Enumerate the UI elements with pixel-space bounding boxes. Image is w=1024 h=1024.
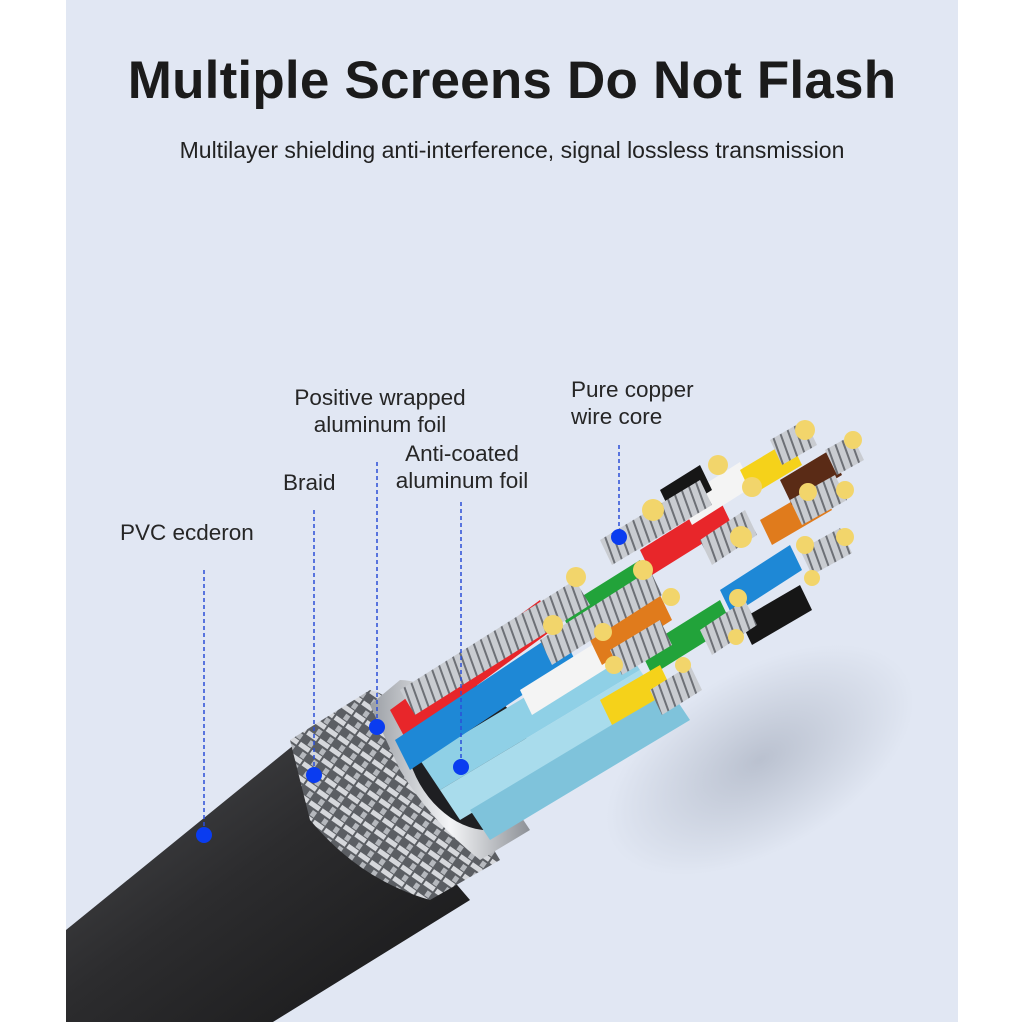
copper-ends [543,420,862,674]
pvc-marker-dot [196,827,212,843]
callout-pvc-line-1: PVC ecderon [120,520,254,545]
cable-shadow [606,644,914,876]
callout-copper-line-1: Pure copper [571,377,694,402]
callout-braid: Braid [283,469,336,496]
copper-marker-dot [611,529,627,545]
copper-strands [400,420,864,715]
braid-marker-dot [306,767,322,783]
page-subtitle: Multilayer shielding anti-interference, … [179,137,845,163]
callout-positive-foil: Positive wrapped aluminum foil [270,384,490,438]
page-title: Multiple Screens Do Not Flash [127,51,897,110]
callout-positive-foil-line-2: aluminum foil [313,412,447,437]
anti-foil-marker-dot [453,759,469,775]
callout-copper-line-2: wire core [571,404,663,429]
callout-anti-foil-line-2: aluminum foil [395,468,529,493]
braid-shield [290,690,500,900]
callout-anti-foil: Anti-coated aluminum foil [372,440,552,494]
callout-copper: Pure copper wire core [571,376,694,430]
callout-braid-line-1: Braid [283,470,336,495]
callout-pvc: PVC ecderon [120,519,254,546]
positive-foil-marker-dot [369,719,385,735]
callout-anti-foil-line-1: Anti-coated [405,441,519,466]
callout-positive-foil-line-1: Positive wrapped [294,385,466,410]
